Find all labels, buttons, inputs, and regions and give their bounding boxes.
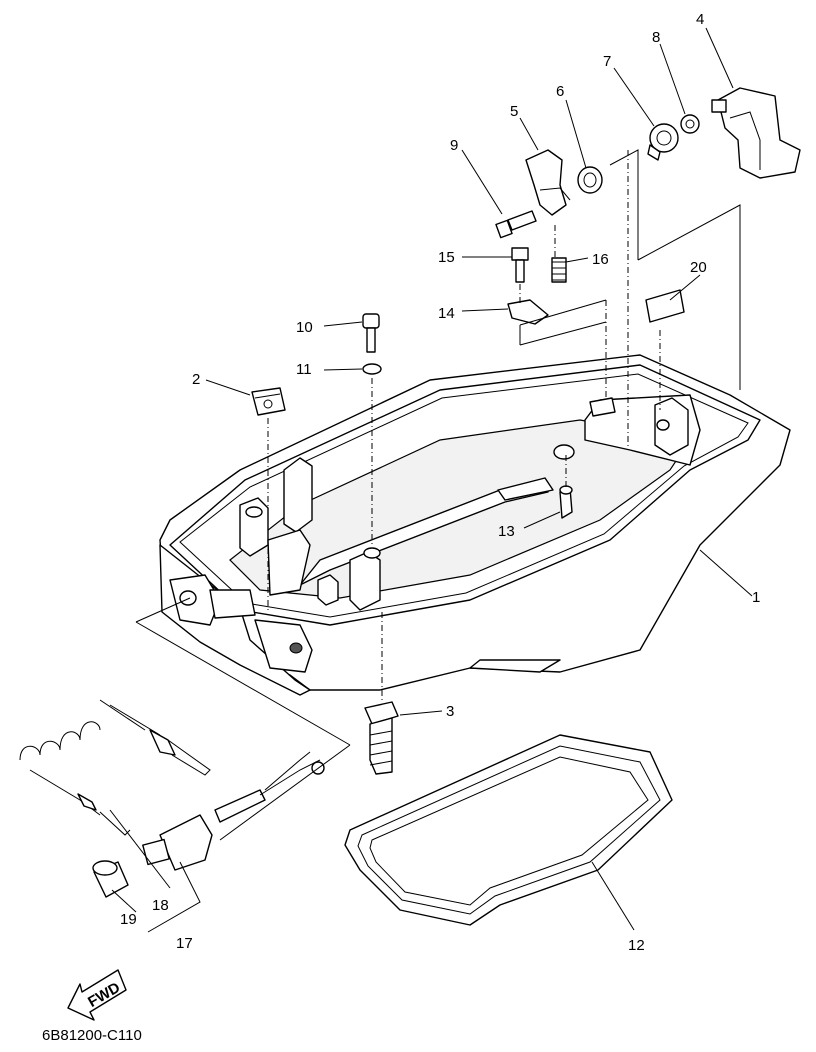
part-20-label [645, 289, 685, 323]
callout-15: 15 [438, 249, 455, 266]
callout-13: 13 [498, 523, 515, 540]
part-14-plate [507, 299, 549, 325]
fwd-arrow-icon: FWD [67, 969, 127, 1021]
part-13-fitting [559, 485, 573, 519]
callout-16: 16 [592, 251, 609, 268]
leader-lines [109, 27, 753, 933]
callout-6: 6 [556, 83, 564, 100]
callout-12: 12 [628, 937, 645, 954]
callout-2: 2 [192, 371, 200, 388]
part-12-seal [344, 734, 673, 926]
part-19-cap [92, 860, 129, 898]
callout-1: 1 [752, 589, 760, 606]
callout-3: 3 [446, 703, 454, 720]
assembly-lines [135, 149, 741, 841]
part-4-bracket [711, 87, 801, 179]
part-3-grommet [364, 701, 399, 775]
part-15-bolt [511, 247, 529, 283]
callout-20: 20 [690, 259, 707, 276]
part-7-bushing [647, 123, 679, 161]
callout-8: 8 [652, 29, 660, 46]
part-5-lever [525, 149, 571, 216]
part-16-spring [551, 257, 567, 283]
callout-5: 5 [510, 103, 518, 120]
part-9-bolt [495, 210, 537, 239]
callout-10: 10 [296, 319, 313, 336]
callout-18: 18 [152, 897, 169, 914]
callout-7: 7 [603, 53, 611, 70]
part-2-plate [251, 387, 286, 416]
part-10-screw [362, 313, 380, 353]
part-6-collar [577, 166, 603, 194]
part-11-washer [362, 363, 382, 375]
bottom-cowling [159, 354, 791, 696]
callout-19: 19 [120, 911, 137, 928]
callout-11: 11 [296, 361, 312, 378]
part-18-lanyard [19, 699, 211, 836]
callout-labels: 1 2 3 4 5 6 7 8 9 10 11 12 13 14 15 16 1… [120, 11, 760, 954]
part-17-stop-switch [142, 751, 325, 871]
callout-14: 14 [438, 305, 455, 322]
callout-9: 9 [450, 137, 458, 154]
callout-4: 4 [696, 11, 704, 28]
callout-17: 17 [176, 935, 193, 952]
part-8-washer [680, 114, 700, 134]
diagram-code: 6B81200-C110 [42, 1027, 142, 1044]
